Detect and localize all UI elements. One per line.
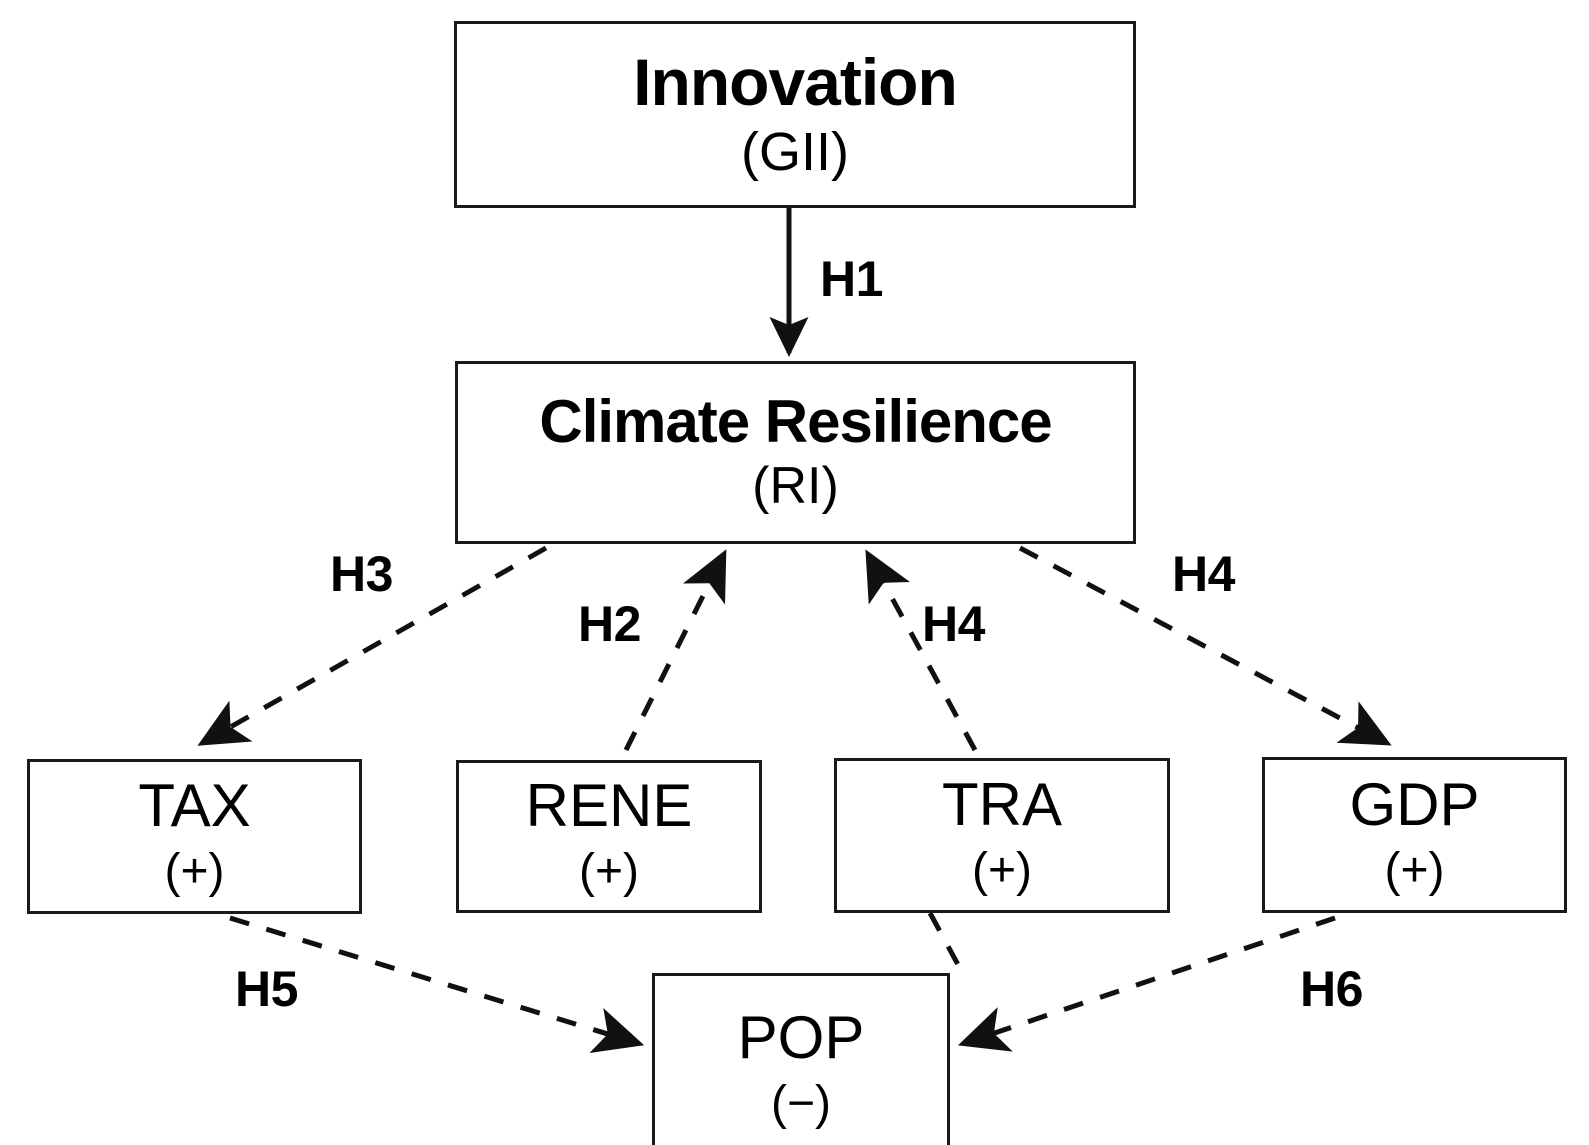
node-gdp-title: GDP	[1349, 770, 1480, 838]
node-rene[interactable]: RENE (+)	[456, 760, 762, 913]
node-climate-resilience-title: Climate Resilience	[539, 387, 1052, 455]
edge-label-h5: H5	[235, 961, 298, 1017]
edge-label-h1: H1	[820, 251, 883, 307]
edge-label-h6: H6	[1300, 961, 1363, 1017]
node-pop-title: POP	[737, 1003, 865, 1071]
node-climate-resilience-subtitle: (RI)	[752, 456, 839, 515]
edge-label-h2: H2	[578, 596, 641, 652]
node-rene-title: RENE	[525, 772, 693, 840]
edge-h4a	[865, 549, 978, 752]
edge-label-h3: H3	[330, 546, 393, 602]
node-gdp-sign: (+)	[1384, 843, 1445, 897]
node-rene-sign: (+)	[579, 845, 639, 899]
node-climate-resilience[interactable]: Climate Resilience (RI)	[455, 361, 1136, 544]
node-tax-sign: (+)	[164, 845, 225, 899]
edge-label-h4-tra: H4	[922, 596, 985, 652]
node-tax[interactable]: TAX (+)	[27, 759, 362, 914]
node-tra-title: TRA	[942, 771, 1062, 839]
edge-label-h4-gdp: H4	[1172, 546, 1235, 602]
node-pop[interactable]: POP (−)	[652, 973, 950, 1145]
node-tra[interactable]: TRA (+)	[834, 758, 1170, 913]
node-innovation[interactable]: Innovation (GII)	[454, 21, 1136, 208]
edge-h6	[957, 915, 1336, 1052]
node-gdp[interactable]: GDP (+)	[1262, 757, 1567, 913]
edge-tra-pop	[927, 911, 965, 974]
edge-h5	[229, 915, 645, 1053]
node-innovation-subtitle: (GII)	[741, 121, 849, 182]
edge-h2	[623, 549, 727, 752]
node-tra-sign: (+)	[972, 844, 1032, 898]
node-tax-title: TAX	[138, 772, 251, 840]
node-innovation-title: Innovation	[633, 44, 958, 119]
edge-h4b	[1018, 545, 1392, 746]
edge-h3	[197, 545, 548, 746]
node-pop-sign: (−)	[771, 1076, 831, 1130]
